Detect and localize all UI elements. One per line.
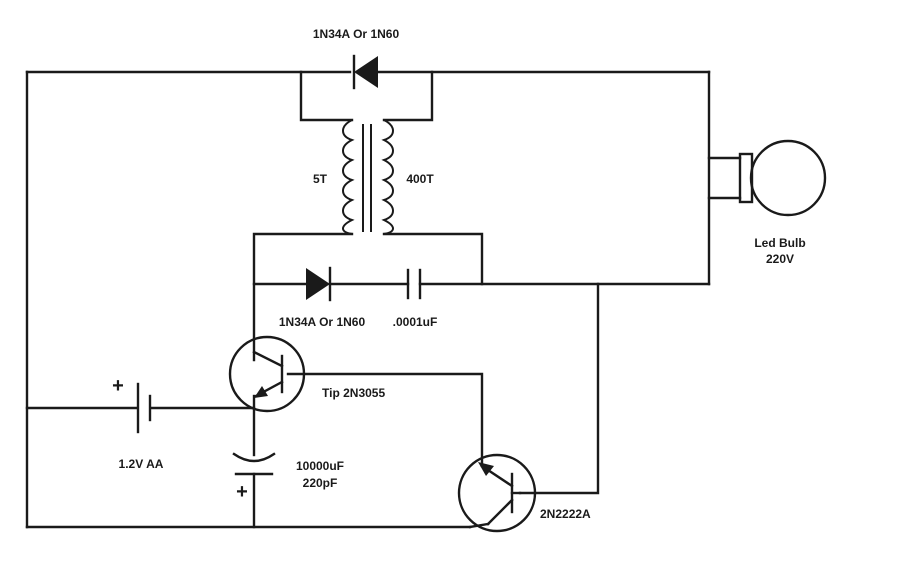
wires bbox=[25, 70, 742, 529]
bulb-label-line1: Led Bulb bbox=[754, 236, 805, 250]
small-transistor-label: 2N2222A bbox=[540, 507, 591, 521]
small-transistor-symbol bbox=[457, 453, 537, 533]
feedback-diode-symbol bbox=[306, 266, 332, 302]
top-diode-symbol bbox=[352, 54, 378, 90]
led-bulb-symbol bbox=[738, 139, 827, 217]
electrolytic-capacitor-symbol bbox=[232, 452, 276, 476]
bulb-label-line2: 220V bbox=[766, 252, 794, 266]
battery-plus-sign: + bbox=[112, 375, 124, 397]
transformer-symbol bbox=[342, 119, 394, 235]
secondary-turns-label: 400T bbox=[406, 172, 434, 186]
capacitor-plus-sign: + bbox=[236, 481, 248, 503]
battery-label: 1.2V AA bbox=[119, 457, 164, 471]
feedback-capacitor-symbol bbox=[406, 268, 422, 300]
capacitor-label-line1: 10000uF bbox=[296, 459, 344, 473]
top-diode-label: 1N34A Or 1N60 bbox=[313, 27, 400, 41]
feedback-diode-label: 1N34A Or 1N60 bbox=[279, 315, 366, 329]
feedback-capacitor-label: .0001uF bbox=[393, 315, 438, 329]
battery-symbol bbox=[136, 382, 152, 434]
tip-transistor-symbol bbox=[228, 335, 306, 413]
primary-turns-label: 5T bbox=[313, 172, 328, 186]
tip-transistor-label: Tip 2N3055 bbox=[322, 386, 385, 400]
capacitor-label-line2: 220pF bbox=[303, 476, 338, 490]
